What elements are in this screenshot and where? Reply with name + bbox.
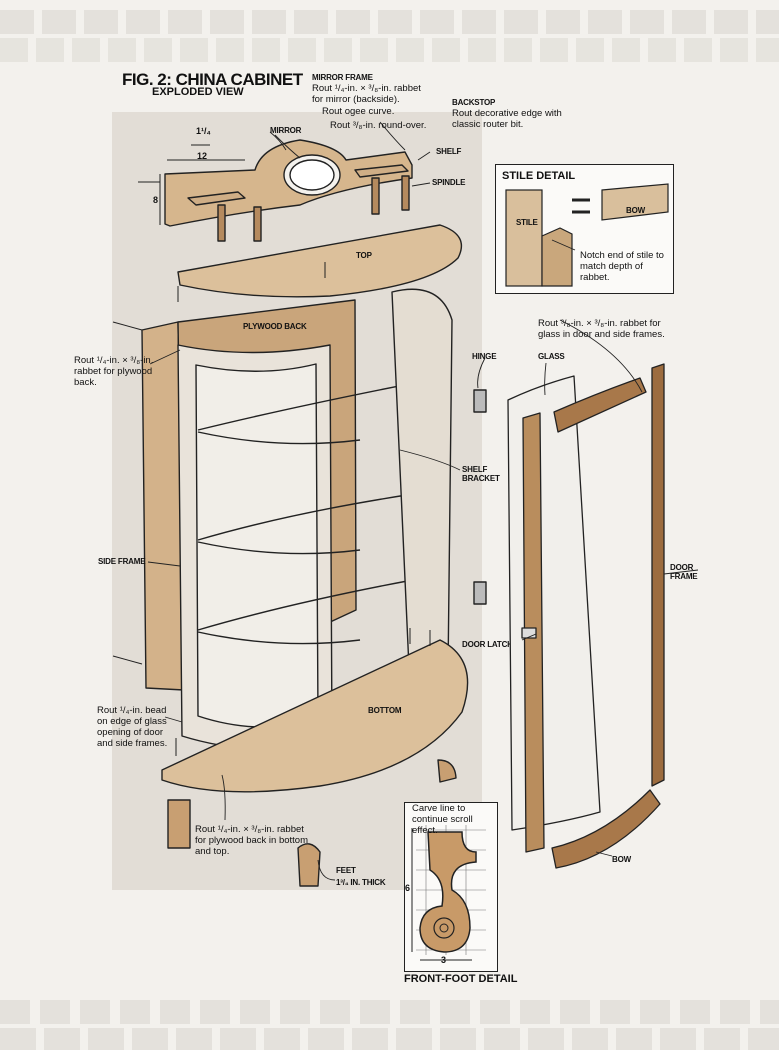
- dimension-width: 12: [197, 151, 208, 161]
- cabinet-bottom: [161, 639, 469, 793]
- foot-detail-height: 6: [405, 883, 411, 893]
- label-shelf: SHELF: [436, 147, 462, 156]
- label-door-bow: BOW: [612, 855, 631, 864]
- right-shelf: [354, 164, 409, 178]
- label-side-frame: SIDE FRAME: [98, 557, 146, 566]
- note-backstop-edge: Rout decorative edge with classic router…: [452, 108, 562, 130]
- label-feet-thickness: 1³/₄ IN. THICK: [336, 878, 386, 887]
- top-bow: [553, 377, 647, 433]
- door-latch: [521, 627, 537, 639]
- hinge: [473, 389, 487, 413]
- label-feet: FEET: [336, 866, 356, 875]
- cabinet-top: [177, 224, 463, 298]
- leader-lines: [147, 121, 486, 881]
- label-backstop: BACKSTOP: [452, 98, 496, 107]
- label-glass: GLASS: [538, 352, 565, 361]
- label-top: TOP: [356, 251, 372, 260]
- note-glass-bead: Rout ¹/₄-in. bead on edge of glass openi…: [97, 705, 168, 749]
- dimension-height: 8: [153, 195, 159, 205]
- spindles: [217, 175, 410, 242]
- stile-detail-bow-label: BOW: [626, 206, 645, 215]
- foot-detail-title: FRONT-FOOT DETAIL: [404, 973, 518, 985]
- label-hinge: HINGE: [472, 352, 497, 361]
- note-round-over: Rout ³/₈-in. round-over.: [330, 120, 427, 131]
- note-rabbet-bottom-top: Rout ¹/₄-in. × ³/₈-in. rabbet for plywoo…: [195, 824, 309, 857]
- note-ogee-curve: Rout ogee curve.: [322, 106, 395, 117]
- foot-left: [167, 799, 191, 849]
- label-spindle: SPINDLE: [432, 178, 466, 187]
- door-right-stile: [651, 363, 665, 787]
- label-mirror-frame: MIRROR FRAME: [312, 73, 373, 82]
- foot-front: [297, 843, 321, 887]
- backstop-dimensions: [159, 144, 245, 225]
- foot-detail-note: Carve line to continue scroll effect.: [412, 803, 473, 836]
- note-glass-rabbet: Rout ³/₈-in. × ³/₈-in. rabbet for glass …: [538, 318, 665, 340]
- label-shelf-bracket: SHELF BRACKET: [462, 465, 500, 483]
- stile-detail-title: STILE DETAIL: [502, 170, 576, 182]
- label-door-latch: DOOR LATCH: [462, 640, 513, 649]
- label-mirror: MIRROR: [270, 126, 302, 135]
- figure-title: FIG. 2: CHINA CABINET: [122, 70, 303, 89]
- dimension-offset: 1¹/₄: [196, 126, 211, 136]
- foot-detail-width: 3: [441, 955, 447, 965]
- note-mirror-rabbet: Rout ¹/₄-in. × ³/₈-in. rabbet for mirror…: [312, 83, 421, 105]
- screws: [112, 181, 431, 756]
- label-door-frame: DOOR FRAME: [670, 563, 698, 581]
- label-plywood-back: PLYWOOD BACK: [243, 322, 307, 331]
- left-shelf: [187, 191, 246, 206]
- label-bottom: BOTTOM: [368, 706, 402, 715]
- stile-label: STILE: [516, 218, 538, 227]
- foot-scroll-profile: [419, 831, 477, 953]
- stile-detail-note: Notch end of stile to match depth of rab…: [580, 250, 664, 283]
- bottom-bow: [551, 789, 661, 869]
- note-rabbet-plywood-back: Rout ¹/₄-in. × ³/₈-in. rabbet for plywoo…: [74, 355, 154, 388]
- figure-subtitle: EXPLODED VIEW: [152, 86, 244, 98]
